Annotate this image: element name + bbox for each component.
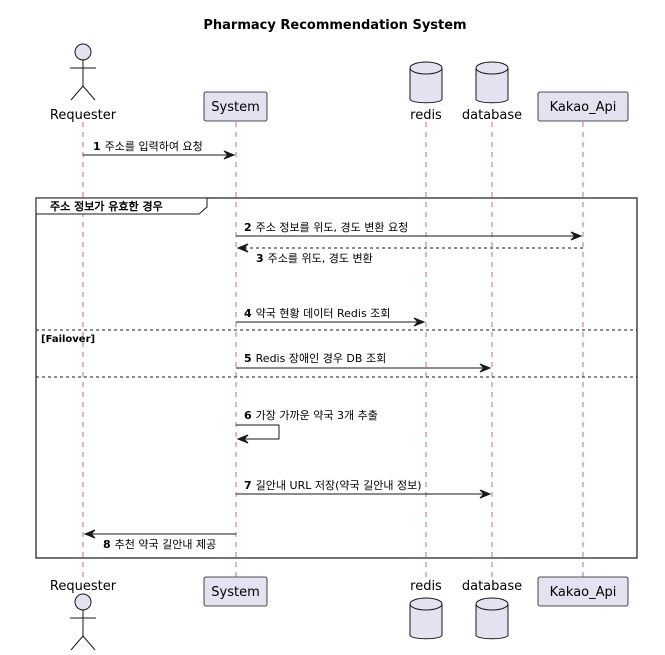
message-text: 길안내 URL 저장(약국 길안내 정보)	[256, 478, 422, 492]
message-text: 가장 가까운 약국 3개 추출	[256, 408, 378, 422]
message-3: 3 주소를 위도, 경도 변환	[236, 243, 583, 265]
group-label: 주소 정보가 유효한 경우	[50, 199, 163, 213]
participant-label: database	[462, 108, 522, 123]
message-number: 3	[256, 252, 264, 265]
alt-group-frame: 주소 정보가 유효한 경우 [Failover]	[35, 197, 638, 559]
message-number: 8	[103, 538, 111, 551]
message-text: Redis 장애인 경우 DB 조회	[256, 352, 387, 365]
message-number: 2	[244, 221, 252, 234]
message-number: 1	[93, 140, 101, 153]
svg-text:6가장 가까운 약국 3개 추출: 6 가장 가까운 약국 3개 추출	[244, 408, 378, 422]
svg-text:8추천 약국 길안내 제공: 8 추천 약국 길안내 제공	[103, 537, 216, 551]
message-number: 5	[244, 352, 252, 365]
message-text: 약국 현황 데이터 Redis 조회	[256, 306, 391, 320]
participant-kakao-top: Kakao_Api	[537, 91, 629, 122]
participant-label: Requester	[50, 579, 117, 594]
message-number: 6	[244, 409, 252, 422]
database-database-top: database	[462, 61, 522, 123]
participant-kakao-bottom: Kakao_Api	[537, 576, 629, 607]
message-4: 4 약국 현황 데이터 Redis 조회	[236, 306, 426, 327]
database-redis-bottom: redis	[409, 579, 443, 640]
actor-requester-bottom: Requester	[50, 579, 117, 651]
message-number: 4	[244, 307, 252, 320]
participant-label: database	[462, 579, 522, 594]
message-number: 7	[244, 479, 252, 492]
message-6: 6 가장 가까운 약국 3개 추출	[236, 408, 378, 444]
message-text: 추천 약국 길안내 제공	[115, 537, 217, 551]
participant-label: Kakao_Api	[550, 100, 617, 115]
svg-text:4약국 현황 데이터 Redis 조회: 4 약국 현황 데이터 Redis 조회	[244, 306, 390, 320]
participant-label: Requester	[50, 108, 117, 123]
participant-label: Kakao_Api	[550, 585, 617, 600]
participant-system-bottom: System	[203, 576, 268, 607]
database-database-bottom: database	[462, 579, 522, 640]
participant-label: redis	[410, 579, 442, 594]
participant-system-top: System	[203, 91, 268, 122]
message-5: 5 Redis 장애인 경우 DB 조회	[236, 352, 492, 373]
database-redis-top: redis	[409, 61, 443, 123]
actor-requester-top: Requester	[50, 43, 117, 123]
message-text: 주소를 입력하여 요청	[105, 139, 203, 153]
message-text: 주소 정보를 위도, 경도 변환 요청	[256, 221, 409, 234]
participant-label: redis	[410, 108, 442, 123]
message-8: 8 추천 약국 길안내 제공	[83, 529, 236, 551]
participant-label: System	[211, 100, 259, 115]
message-text: 주소를 위도, 경도 변환	[268, 252, 373, 265]
message-7: 7 길안내 URL 저장(약국 길안내 정보)	[236, 478, 492, 499]
message-1: 1 주소를 입력하여 요청	[83, 139, 236, 160]
message-2: 2 주소 정보를 위도, 경도 변환 요청	[236, 221, 583, 241]
participant-label: System	[211, 585, 259, 600]
svg-text:2주소 정보를 위도, 경도 변환 요청: 2 주소 정보를 위도, 경도 변환 요청	[244, 221, 408, 234]
section-label: [Failover]	[41, 334, 95, 345]
diagram-title: Pharmacy Recommendation System	[203, 18, 466, 33]
